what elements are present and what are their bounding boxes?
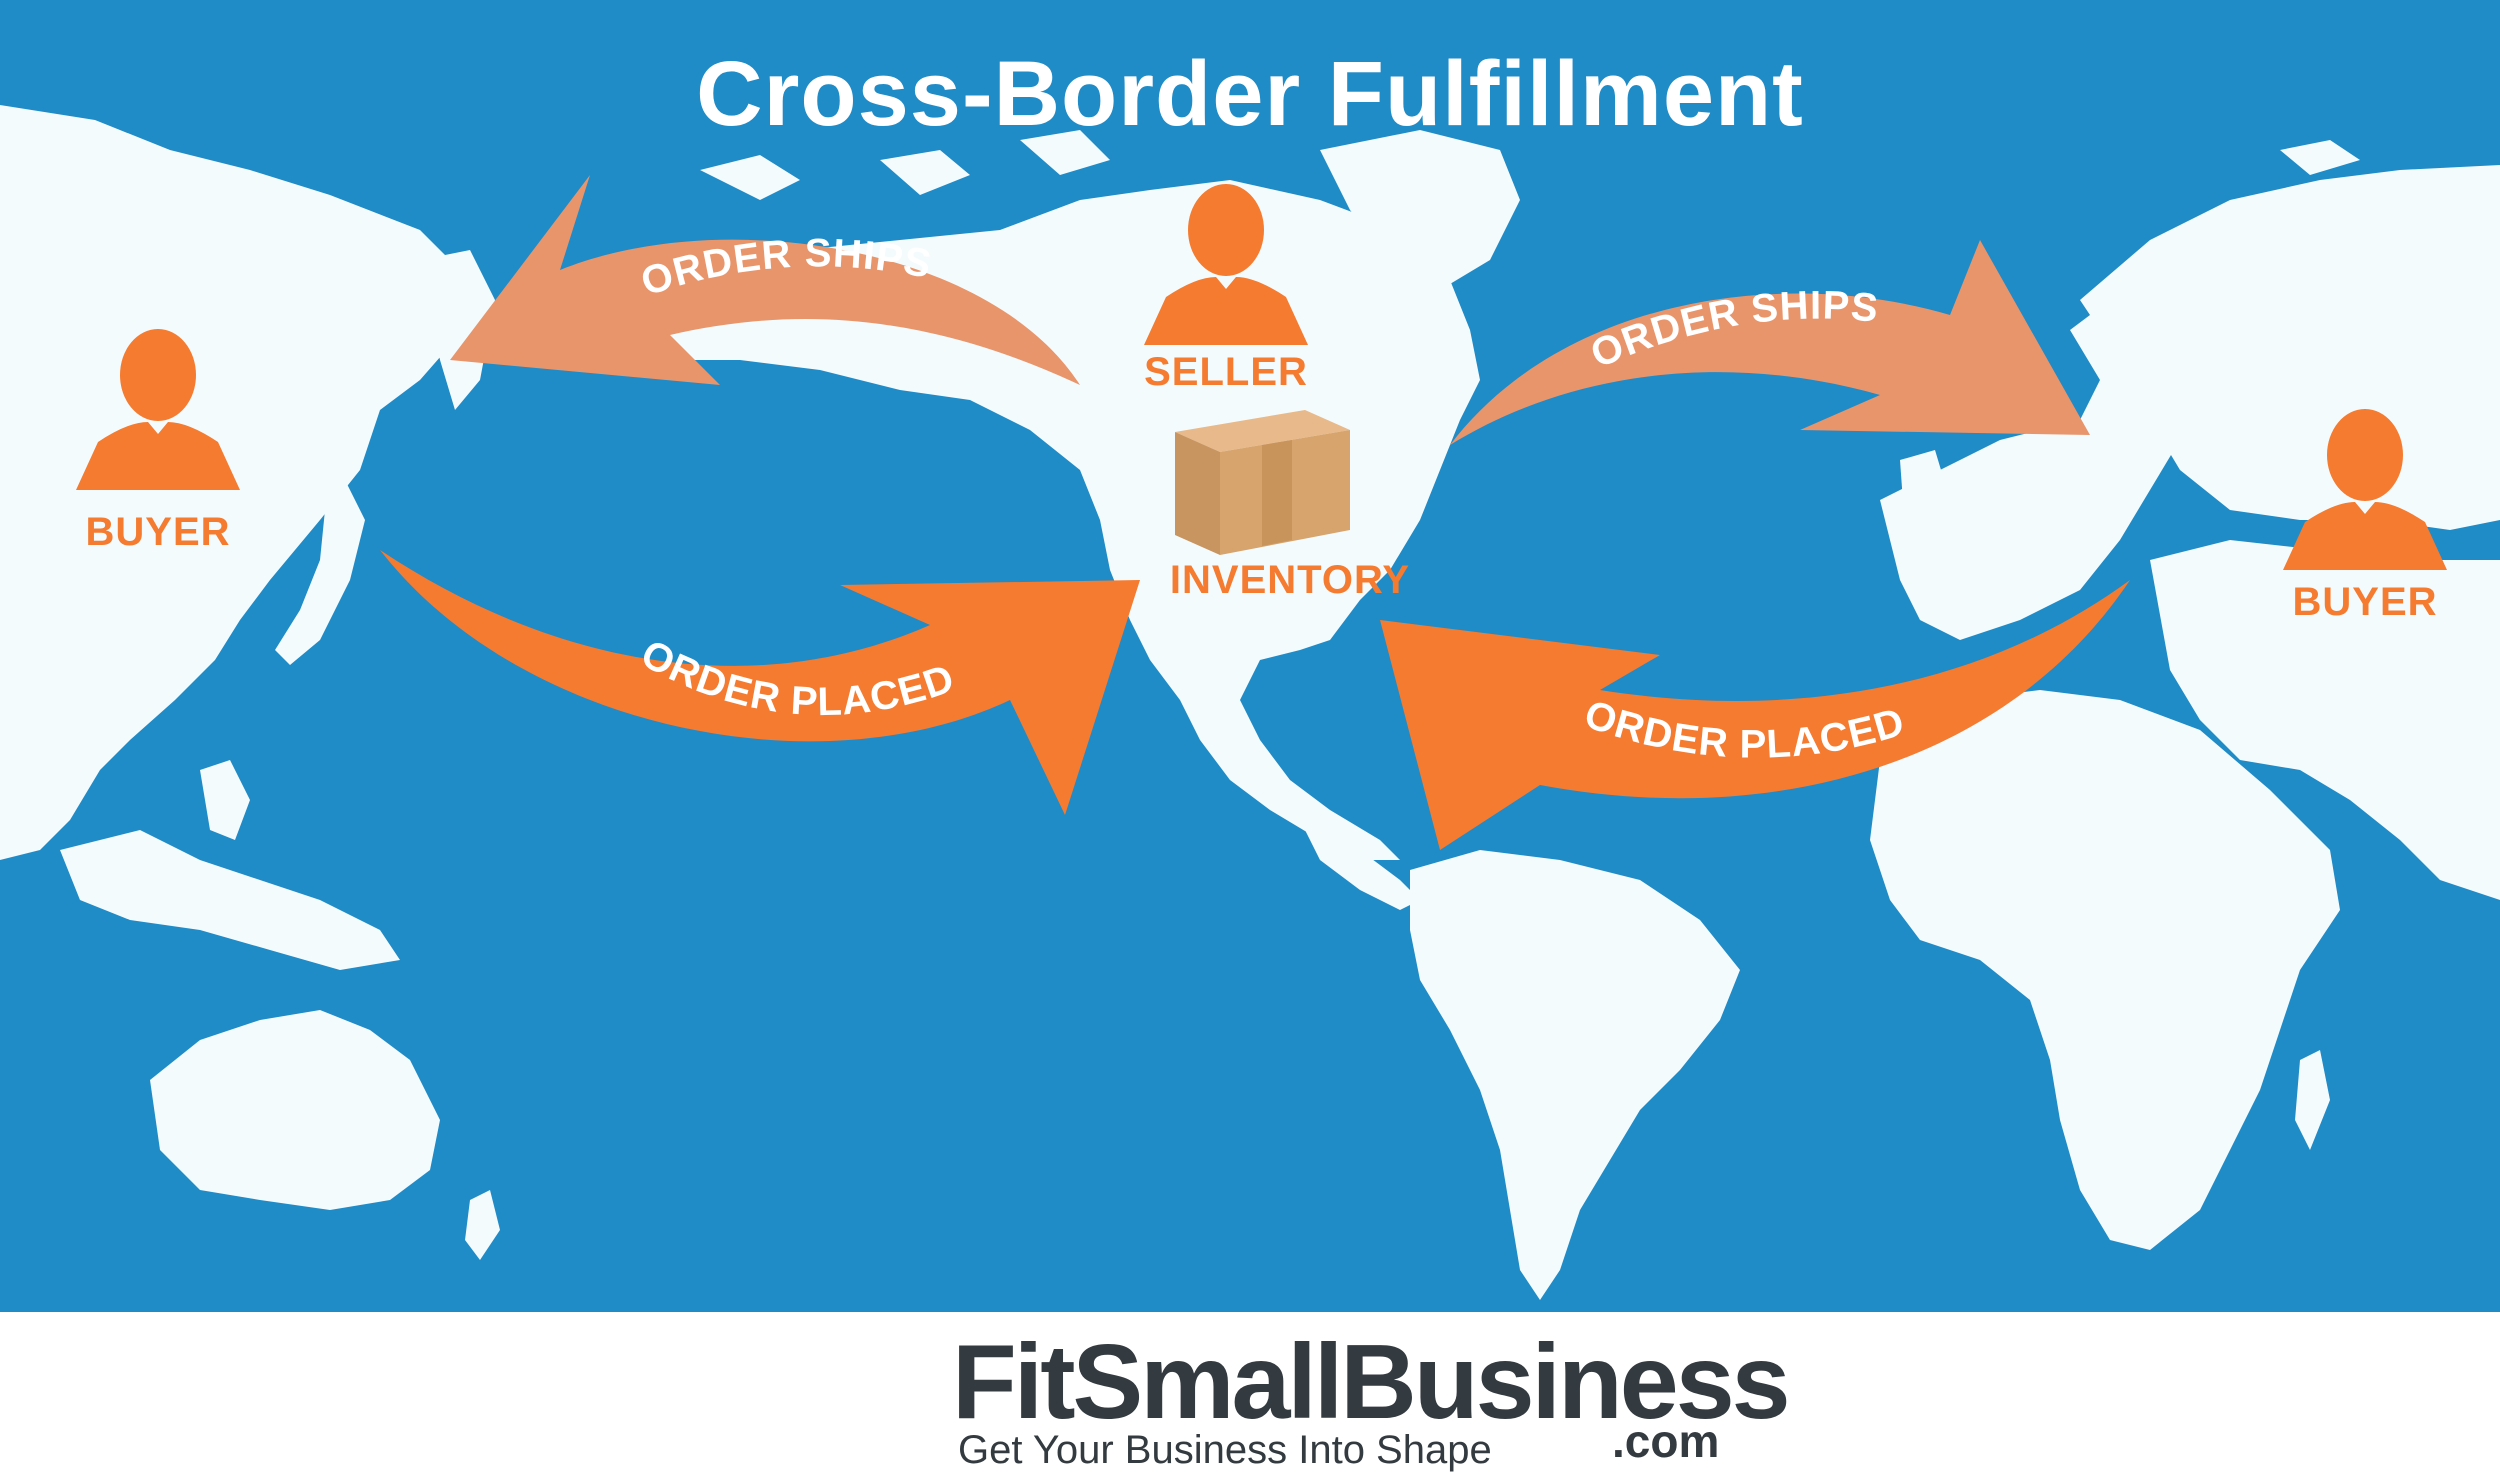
buyer-right-label: BUYER — [2292, 580, 2438, 624]
person-icon — [2283, 409, 2447, 570]
brand-logo-tld: .com — [1612, 1415, 1720, 1467]
seller-label: SELLER — [1144, 350, 1308, 394]
new-zealand — [465, 1190, 500, 1260]
europe — [1880, 300, 2200, 640]
inventory-label: INVENTORY — [1169, 558, 1411, 602]
world-map-panel: ORDER SHIPS ORDER PLACED ORDER SHIPS ORD… — [0, 0, 2500, 1312]
philippines — [200, 760, 250, 840]
arrow-order-ships-left — [450, 175, 1080, 385]
australia — [150, 1010, 440, 1210]
greenland — [1320, 130, 1520, 290]
madagascar — [2295, 1050, 2330, 1150]
africa — [1870, 690, 2340, 1250]
buyer-left-label: BUYER — [85, 510, 231, 554]
arrow-order-placed-right — [1380, 580, 2130, 850]
footer-brand-bar — [0, 1312, 2500, 1484]
middle-east — [2150, 540, 2500, 900]
brand-tagline: Get Your Business Into Shape — [958, 1428, 1492, 1472]
brand-logo-wordmark: FitSmallBusiness — [952, 1323, 1791, 1441]
continents — [0, 105, 2500, 1300]
person-icon — [76, 329, 240, 490]
arrow-order-placed-left — [380, 550, 1140, 815]
central-america — [1300, 820, 1420, 910]
world-map: ORDER SHIPS ORDER PLACED ORDER SHIPS ORD… — [0, 105, 2500, 1300]
japan-island — [275, 470, 365, 665]
person-icon — [1144, 184, 1308, 345]
north-america — [520, 180, 1480, 860]
indonesia-islands — [60, 830, 400, 970]
south-america — [1410, 850, 1740, 1300]
uk-island — [1900, 450, 1950, 540]
arrow-order-ships-right — [1450, 240, 2090, 445]
page-title: Cross-Border Fulfillment — [696, 43, 1804, 145]
kamchatka — [420, 250, 495, 410]
box-icon — [1175, 410, 1350, 555]
